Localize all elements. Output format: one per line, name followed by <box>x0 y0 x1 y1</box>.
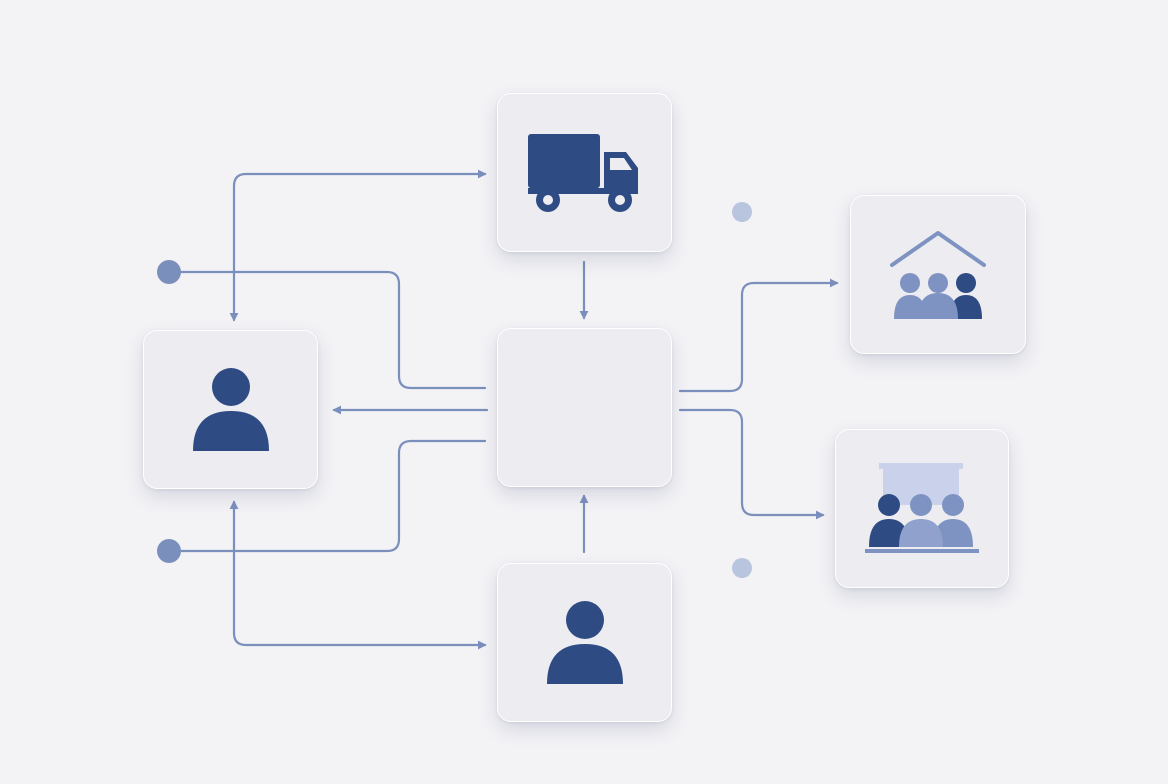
decor-dot-top <box>732 202 752 222</box>
source-dot-top <box>157 260 181 284</box>
node-delivery-truck[interactable] <box>497 93 672 252</box>
connector-topdot-to-hub <box>167 270 487 390</box>
person-icon <box>546 600 623 684</box>
truck-icon <box>527 133 638 212</box>
node-bottom-person[interactable] <box>497 563 672 722</box>
connector-hub-to-community <box>678 278 839 393</box>
node-audience-group[interactable] <box>835 429 1009 588</box>
node-left-person[interactable] <box>143 330 318 489</box>
source-dot-bottom <box>157 539 181 563</box>
connector-left-to-bottom-person <box>229 500 487 650</box>
node-central-hub[interactable] <box>497 328 672 487</box>
person-icon <box>192 367 269 451</box>
house-group-icon <box>890 230 986 319</box>
decor-dot-bottom <box>732 558 752 578</box>
connector-left-to-truck <box>229 169 487 322</box>
node-community-group[interactable] <box>850 195 1026 354</box>
connector-hub-to-audience <box>678 408 825 520</box>
audience-icon <box>865 462 979 553</box>
